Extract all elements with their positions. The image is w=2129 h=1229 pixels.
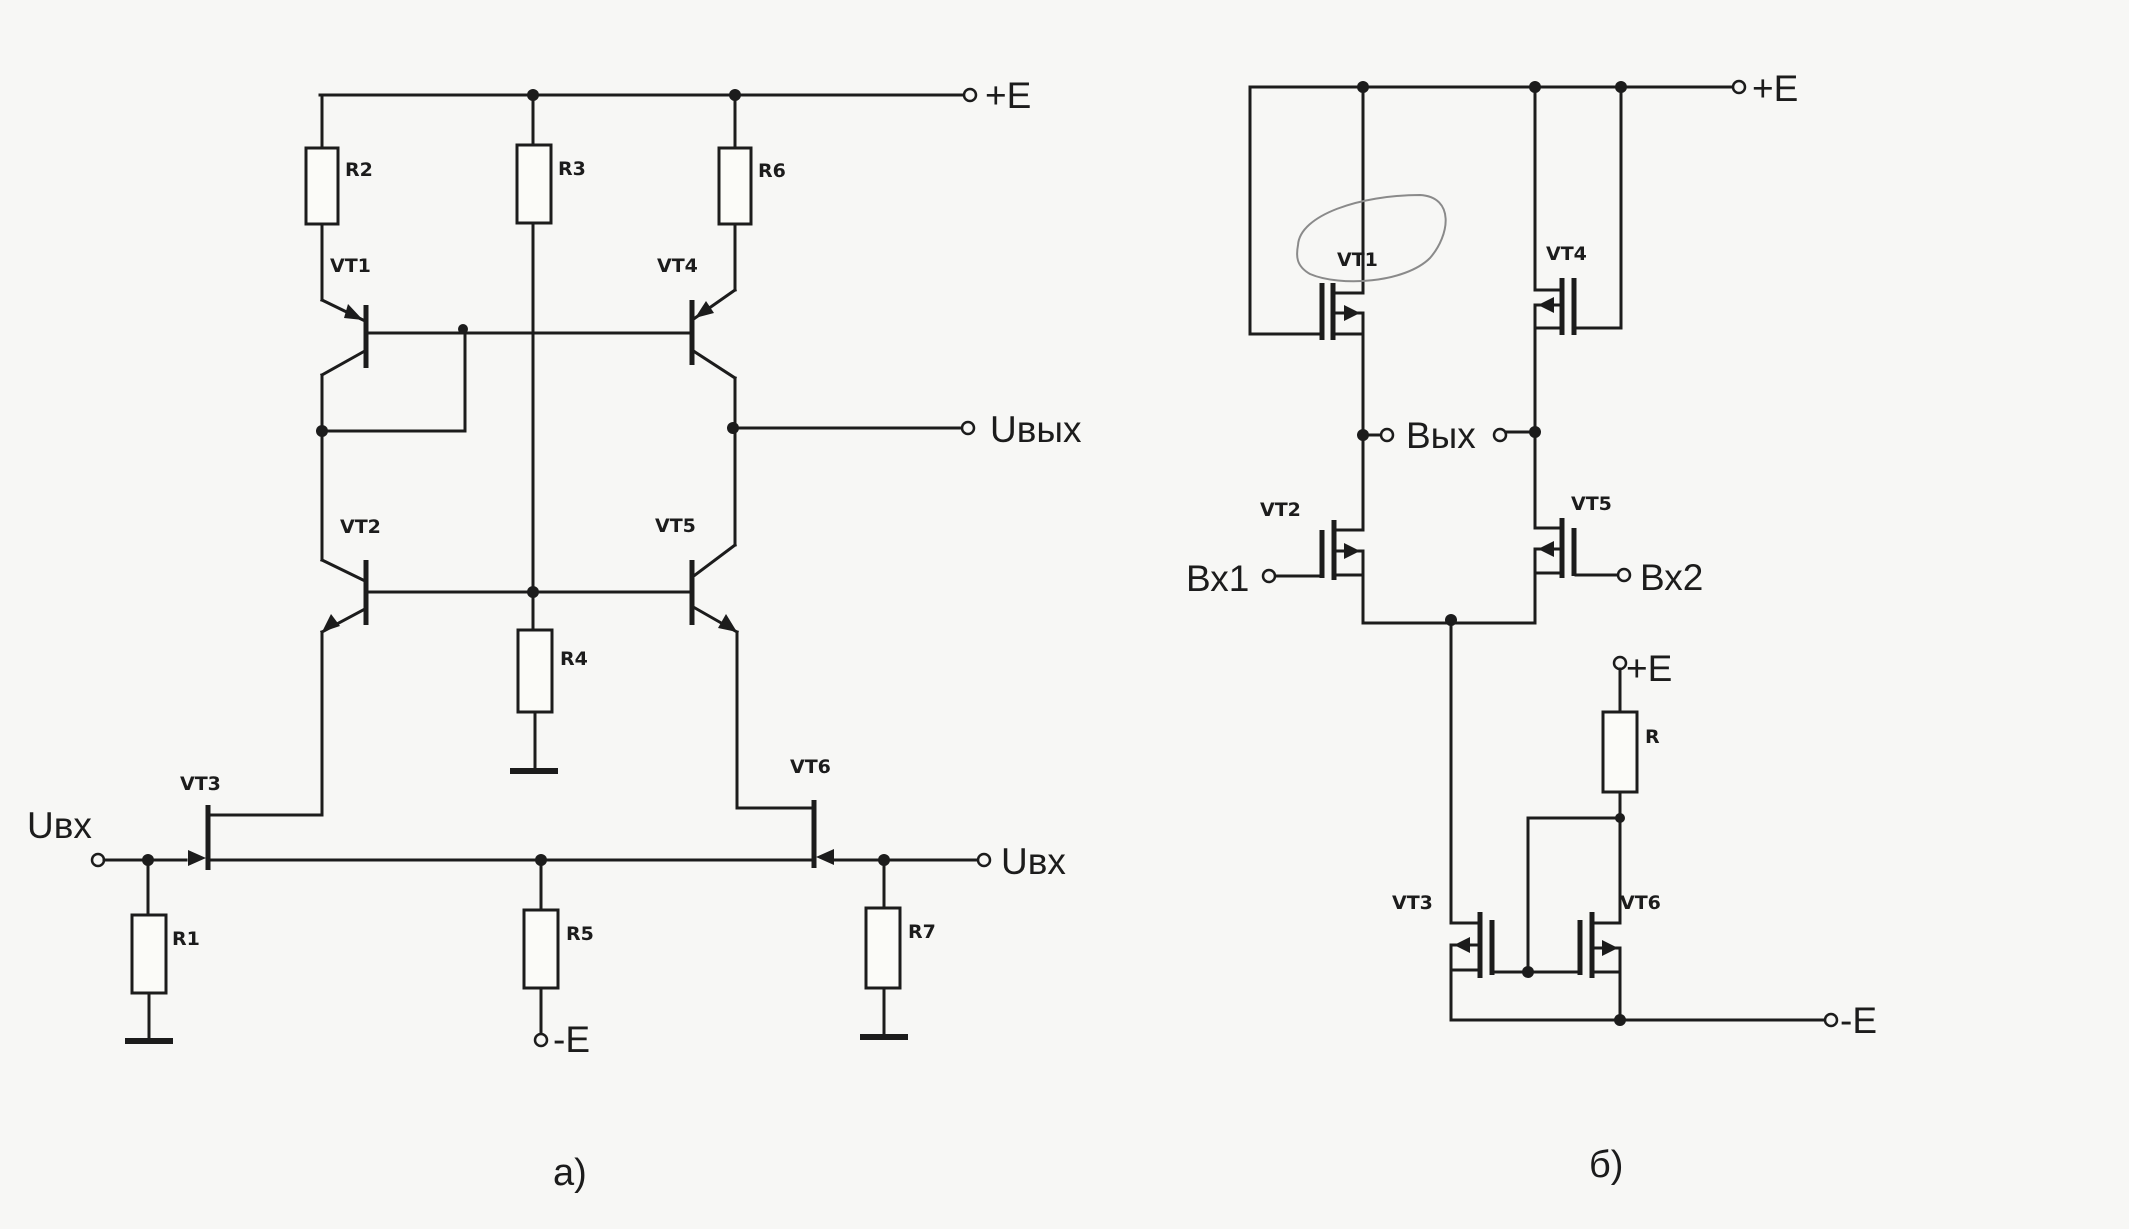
label-vt5-a: VT5 xyxy=(655,515,696,537)
arrow-vt2-emitter xyxy=(322,614,340,632)
label-r7: R7 xyxy=(908,921,936,943)
caption-b: б) xyxy=(1589,1144,1623,1186)
label-a-supply-neg: -E xyxy=(553,1019,590,1060)
arrow-vt3-b xyxy=(1454,937,1470,953)
wire-a-vt5-collector xyxy=(692,542,738,578)
label-vt6-b: VT6 xyxy=(1620,892,1661,914)
label-vt2-b: VT2 xyxy=(1260,499,1301,521)
label-r5: R5 xyxy=(566,923,594,945)
resistor-r4 xyxy=(516,628,554,714)
arrow-vt3-gate xyxy=(188,850,206,866)
label-b-supply-neg: -E xyxy=(1840,1000,1877,1041)
label-vt4-b: VT4 xyxy=(1546,243,1587,265)
arrow-vt6-b xyxy=(1602,940,1618,956)
terminal-b-out-left xyxy=(1379,427,1395,443)
arrow-vt1-emitter xyxy=(344,304,363,320)
label-vt4-a: VT4 xyxy=(657,255,698,277)
wire-a-vt2-collector xyxy=(319,557,366,583)
label-vt5-b: VT5 xyxy=(1571,493,1612,515)
label-b-bias-supply: +E xyxy=(1626,648,1672,689)
terminal-b-supply-neg xyxy=(1823,1012,1839,1028)
resistor-r3 xyxy=(515,143,553,225)
label-r4: R4 xyxy=(560,648,588,670)
arrow-vt4-b xyxy=(1538,297,1554,313)
terminal-a-input-left xyxy=(90,852,106,868)
label-r3: R3 xyxy=(558,158,586,180)
label-vt2-a: VT2 xyxy=(340,516,381,538)
terminal-b-input-1 xyxy=(1261,568,1277,584)
label-vt6-a: VT6 xyxy=(790,756,831,778)
arrow-vt5-emitter xyxy=(718,614,737,632)
resistor-r5 xyxy=(522,908,560,990)
terminal-b-bias-supply xyxy=(1612,655,1628,671)
label-r6: R6 xyxy=(758,160,786,182)
junction-b-neg-rail xyxy=(1614,1014,1626,1026)
label-b-input-1: Вх1 xyxy=(1186,558,1249,599)
circuit-b: +E VT1 VT4 Вых xyxy=(1186,68,1877,1186)
resistor-r7 xyxy=(864,906,902,990)
resistor-r1 xyxy=(130,913,168,995)
wire-a-vt1-collector xyxy=(319,349,366,378)
arrow-vt2-b xyxy=(1344,543,1360,559)
terminal-a-supply-pos xyxy=(962,87,978,103)
terminal-b-input-2 xyxy=(1616,567,1632,583)
terminal-a-input-right xyxy=(976,852,992,868)
label-b-output: Вых xyxy=(1406,415,1476,456)
label-a-input-left: Uвх xyxy=(27,805,92,846)
label-b-input-2: Вх2 xyxy=(1640,557,1703,598)
label-a-supply-pos: +E xyxy=(985,75,1031,116)
resistor-r6 xyxy=(717,146,753,226)
wire-a-vt4-collector xyxy=(692,349,738,381)
arrow-vt5-b xyxy=(1538,541,1554,557)
caption-a: а) xyxy=(553,1152,587,1194)
scribble-vt1-b xyxy=(1296,193,1447,283)
label-a-input-right: Uвх xyxy=(1001,841,1066,882)
label-vt3-a: VT3 xyxy=(180,773,221,795)
arrow-vt1-b xyxy=(1344,305,1360,321)
terminal-a-supply-neg xyxy=(533,1032,549,1048)
label-r: R xyxy=(1645,726,1660,748)
junction-b-mirror-gates xyxy=(1522,966,1534,978)
arrow-vt6-gate xyxy=(816,849,834,865)
resistor-r2 xyxy=(304,146,340,226)
label-r2: R2 xyxy=(345,159,373,181)
resistor-r xyxy=(1601,710,1639,794)
arrow-vt4-emitter xyxy=(695,301,714,318)
terminal-b-supply-pos xyxy=(1731,79,1747,95)
label-vt1-b: VT1 xyxy=(1337,249,1378,271)
terminal-b-out-right xyxy=(1492,427,1508,443)
terminal-a-output xyxy=(960,420,976,436)
label-vt3-b: VT3 xyxy=(1392,892,1433,914)
label-b-supply-pos: +E xyxy=(1752,68,1798,109)
circuit-a: +E R2 VT1 R3 R6 VT4 xyxy=(27,75,1082,1194)
label-vt1-a: VT1 xyxy=(330,255,371,277)
junction-a-center-bases xyxy=(527,586,539,598)
label-a-output: Uвых xyxy=(990,409,1082,450)
label-r1: R1 xyxy=(172,928,200,950)
